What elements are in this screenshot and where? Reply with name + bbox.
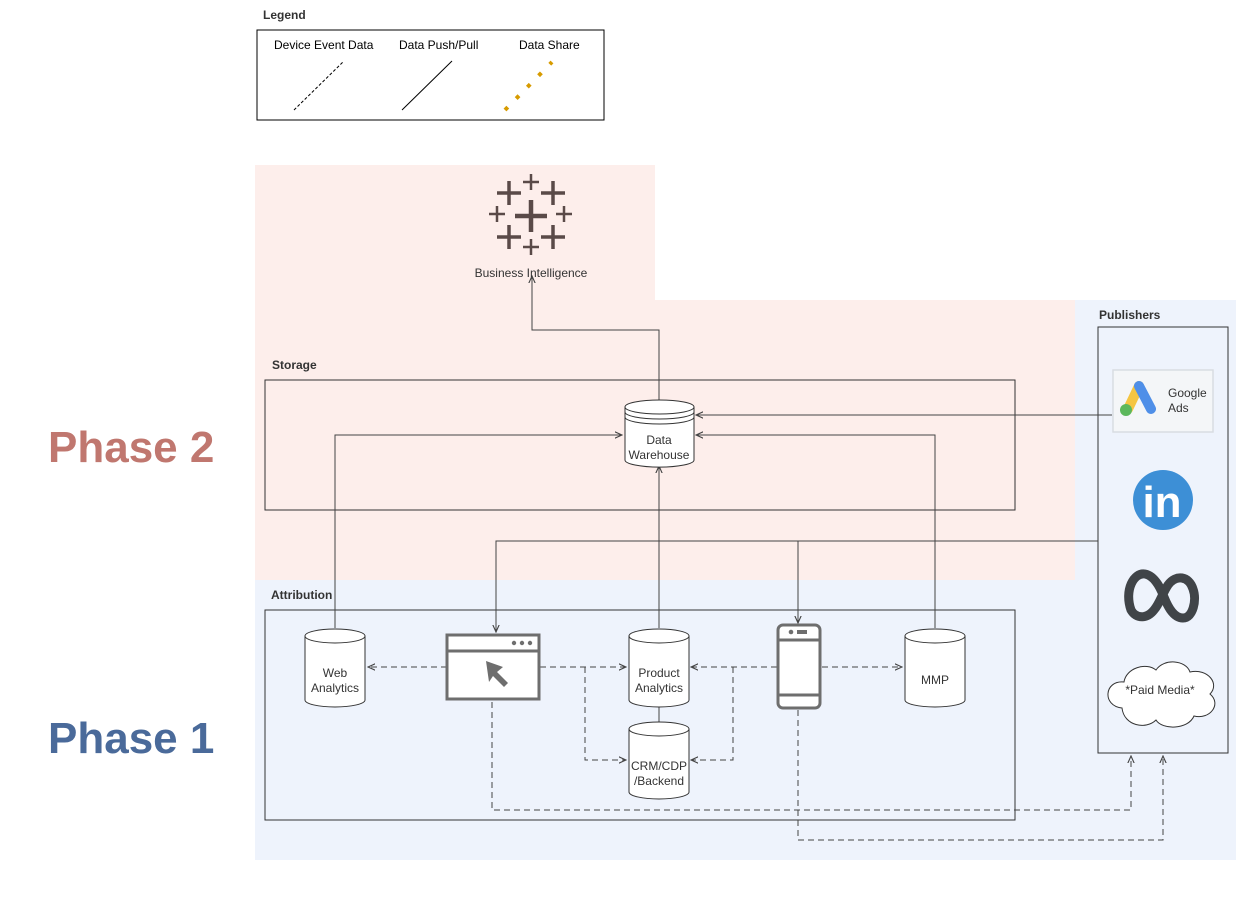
connector-mobile-to-publishers xyxy=(797,710,1163,841)
connector-mobile-to-crm xyxy=(691,667,734,760)
attribution-title: Attribution xyxy=(271,588,332,602)
bi-label: Business Intelligence xyxy=(475,266,588,280)
browser-cursor-icon xyxy=(445,633,541,701)
legend-label-data-share: Data Share xyxy=(519,38,580,52)
linkedin-label: in xyxy=(1142,478,1181,527)
phase2-region xyxy=(255,165,1075,580)
crm-cylinder xyxy=(628,721,690,800)
crm-label-line2: /Backend xyxy=(634,774,684,788)
phase2-label: Phase 2 xyxy=(48,423,214,472)
product-analytics-label-line2: Analytics xyxy=(635,681,683,695)
crm-label-line1: CRM/CDP xyxy=(631,759,687,773)
web-analytics-label-line1: Web xyxy=(323,666,348,680)
mobile-phone-icon xyxy=(776,623,822,710)
tableau-icon xyxy=(489,174,572,255)
publishers-title: Publishers xyxy=(1099,308,1161,322)
phase1-region xyxy=(255,300,1236,860)
device-event-connectors xyxy=(368,667,1163,841)
push-pull-connectors xyxy=(334,276,1112,722)
legend-line-push-pull xyxy=(401,60,453,111)
legend-label-device-event: Device Event Data xyxy=(274,38,374,52)
data-warehouse-label-line2: Warehouse xyxy=(629,448,690,462)
storage-title: Storage xyxy=(272,358,317,372)
storage-box xyxy=(264,379,1016,511)
web-analytics-cylinder xyxy=(304,628,366,708)
product-analytics-label-line1: Product xyxy=(638,666,680,680)
data-warehouse-label-line1: Data xyxy=(646,433,672,447)
legend-title: Legend xyxy=(263,8,306,22)
attribution-box xyxy=(264,609,1016,821)
google-ads-tile: Google Ads xyxy=(1112,369,1214,433)
connector-browser-to-crm xyxy=(584,667,626,760)
mmp-cylinder xyxy=(904,628,966,708)
connector-browser-to-publishers xyxy=(491,702,1131,811)
mmp-label: MMP xyxy=(921,673,949,687)
legend-box xyxy=(256,29,605,121)
paid-media-cloud: *Paid Media* xyxy=(1107,661,1216,728)
connector-mmp-to-dw xyxy=(696,435,936,628)
connector-publishers-to-browser xyxy=(496,540,1098,632)
google-ads-label-line1: Google xyxy=(1168,386,1207,400)
web-analytics-label-line2: Analytics xyxy=(311,681,359,695)
data-warehouse-cylinder xyxy=(624,399,695,468)
linkedin-icon: in xyxy=(1133,470,1193,530)
legend-line-device-event xyxy=(293,60,345,111)
product-analytics-cylinder xyxy=(628,628,690,708)
connector-dw-to-bi xyxy=(532,276,660,400)
google-ads-icon xyxy=(1120,381,1156,416)
connector-web-analytics-to-dw xyxy=(334,435,622,628)
google-ads-label-line2: Ads xyxy=(1168,401,1189,415)
phase1-label: Phase 1 xyxy=(48,714,214,763)
legend-label-push-pull: Data Push/Pull xyxy=(399,38,478,52)
legend-line-data-share xyxy=(503,60,554,112)
legend: Legend Device Event Data Data Push/Pull … xyxy=(256,8,605,121)
publishers-box xyxy=(1097,326,1229,754)
paid-media-label: *Paid Media* xyxy=(1125,683,1195,697)
meta-icon xyxy=(1124,569,1200,623)
